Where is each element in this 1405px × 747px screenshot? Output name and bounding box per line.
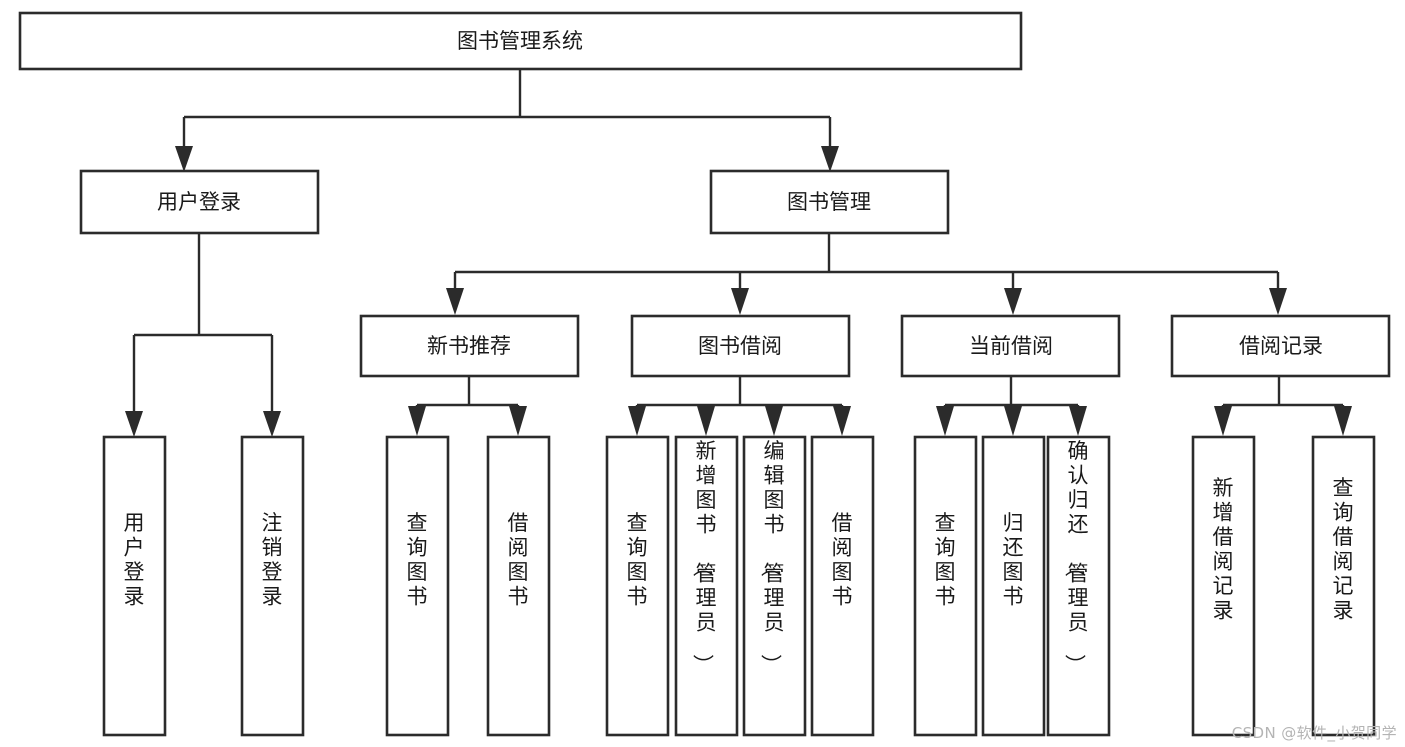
- node-leaf-query-book-a-label: 查询图书: [407, 511, 428, 609]
- node-borrow-record-box[interactable]: [1170, 314, 1391, 378]
- node-user-login-label: 用户登录: [157, 190, 241, 214]
- node-root[interactable]: 图书管理系统: [18, 11, 1023, 71]
- node-leaf-query-book-b[interactable]: 查询图书: [605, 435, 670, 737]
- node-leaf-borrow-book-a-label: 借阅图书: [508, 511, 529, 609]
- node-leaf-borrow-book-a-box[interactable]: [486, 435, 551, 737]
- node-leaf-query-borrow-record[interactable]: 查询借阅记录: [1311, 435, 1376, 737]
- arrow-leaf-query-book-b: [628, 406, 646, 436]
- node-book-borrow-label: 图书借阅: [698, 334, 782, 358]
- node-book-manage-label: 图书管理: [787, 190, 871, 214]
- node-leaf-add-borrow-record[interactable]: 新增借阅记录: [1191, 435, 1256, 737]
- node-leaf-confirm-return-admin-box[interactable]: [1046, 435, 1111, 737]
- node-leaf-add-borrow-record-box[interactable]: [1191, 435, 1256, 737]
- node-borrow-record-label: 借阅记录: [1239, 334, 1323, 358]
- arrow-leaf-add-book-admin: [697, 406, 715, 436]
- node-leaf-logout-login-label: 注销登录: [262, 511, 283, 609]
- arrow-leaf-add-borrow-record: [1214, 406, 1232, 436]
- arrow-leaf-query-borrow-record: [1334, 406, 1352, 436]
- node-leaf-query-book-c[interactable]: 查询图书: [913, 435, 978, 737]
- node-leaf-query-book-c-box[interactable]: [913, 435, 978, 737]
- arrow-leaf-borrow-book-a: [509, 406, 527, 436]
- arrow-to-book-borrow: [731, 288, 749, 315]
- node-leaf-borrow-book-a[interactable]: 借阅图书: [486, 435, 551, 737]
- node-leaf-query-borrow-record-label: 查询借阅记录: [1333, 476, 1354, 623]
- node-book-borrow-box[interactable]: [630, 314, 851, 378]
- arrow-to-new-book-rec: [446, 288, 464, 315]
- node-leaf-user-login[interactable]: 用户登录: [102, 435, 167, 737]
- node-leaf-return-book[interactable]: 归还图书: [981, 435, 1046, 737]
- node-leaf-add-book-admin[interactable]: 新增图书（管理员）: [674, 435, 739, 737]
- arrow-leaf-borrow-book-b: [833, 406, 851, 436]
- node-leaf-borrow-book-b[interactable]: 借阅图书: [810, 435, 875, 737]
- watermark-text: CSDN @软件_小贺同学: [1231, 724, 1397, 742]
- arrow-leaf-return-book: [1004, 406, 1022, 436]
- node-borrow-record[interactable]: 借阅记录: [1170, 314, 1391, 378]
- node-leaf-confirm-return-admin-label: 确认归还（管理员）: [1063, 439, 1089, 675]
- connector-layer: [125, 69, 1352, 437]
- node-new-book-rec[interactable]: 新书推荐: [359, 314, 580, 378]
- node-leaf-borrow-book-b-label: 借阅图书: [832, 511, 853, 609]
- node-current-borrow[interactable]: 当前借阅: [900, 314, 1121, 378]
- node-root-box[interactable]: [18, 11, 1023, 71]
- node-root-label: 图书管理系统: [457, 29, 583, 53]
- node-leaf-user-login-box[interactable]: [102, 435, 167, 737]
- node-leaf-logout-login-box[interactable]: [240, 435, 305, 737]
- node-leaf-return-book-label: 归还图书: [1003, 511, 1024, 609]
- node-leaf-query-book-a[interactable]: 查询图书: [385, 435, 450, 737]
- node-book-borrow[interactable]: 图书借阅: [630, 314, 851, 378]
- node-leaf-confirm-return-admin[interactable]: 确认归还（管理员）: [1046, 435, 1111, 737]
- node-current-borrow-label: 当前借阅: [969, 334, 1053, 358]
- node-leaf-edit-book-admin-box[interactable]: [742, 435, 807, 737]
- node-leaf-query-borrow-record-box[interactable]: [1311, 435, 1376, 737]
- node-new-book-rec-box[interactable]: [359, 314, 580, 378]
- node-leaf-add-book-admin-label: 新增图书（管理员）: [691, 439, 717, 675]
- node-leaf-return-book-box[interactable]: [981, 435, 1046, 737]
- arrow-leaf-edit-book-admin: [765, 406, 783, 436]
- node-user-login[interactable]: 用户登录: [79, 169, 320, 235]
- arrow-to-user-login: [175, 146, 193, 172]
- arrow-to-book-manage: [821, 146, 839, 172]
- node-leaf-query-book-b-label: 查询图书: [627, 511, 648, 609]
- arrow-leaf-logout-login: [263, 411, 281, 437]
- node-leaf-add-book-admin-box[interactable]: [674, 435, 739, 737]
- arrow-to-current-borrow: [1004, 288, 1022, 315]
- node-leaf-add-borrow-record-label: 新增借阅记录: [1213, 476, 1234, 623]
- node-leaf-edit-book-admin[interactable]: 编辑图书（管理员）: [742, 435, 807, 737]
- node-leaf-borrow-book-b-box[interactable]: [810, 435, 875, 737]
- node-book-manage[interactable]: 图书管理: [709, 169, 950, 235]
- arrow-leaf-confirm-return: [1069, 406, 1087, 436]
- node-leaf-query-book-c-label: 查询图书: [935, 511, 956, 609]
- node-current-borrow-box[interactable]: [900, 314, 1121, 378]
- arrow-leaf-user-login: [125, 411, 143, 437]
- node-leaf-edit-book-admin-label: 编辑图书（管理员）: [759, 439, 785, 675]
- node-leaf-logout-login[interactable]: 注销登录: [240, 435, 305, 737]
- node-user-login-box[interactable]: [79, 169, 320, 235]
- arrow-leaf-query-book-c: [936, 406, 954, 436]
- node-leaf-query-book-a-box[interactable]: [385, 435, 450, 737]
- node-leaf-user-login-label: 用户登录: [124, 511, 145, 609]
- node-leaf-query-book-b-box[interactable]: [605, 435, 670, 737]
- node-new-book-rec-label: 新书推荐: [427, 334, 511, 358]
- arrow-leaf-query-book-a: [408, 406, 426, 436]
- arrow-to-borrow-record: [1269, 288, 1287, 315]
- node-book-manage-box[interactable]: [709, 169, 950, 235]
